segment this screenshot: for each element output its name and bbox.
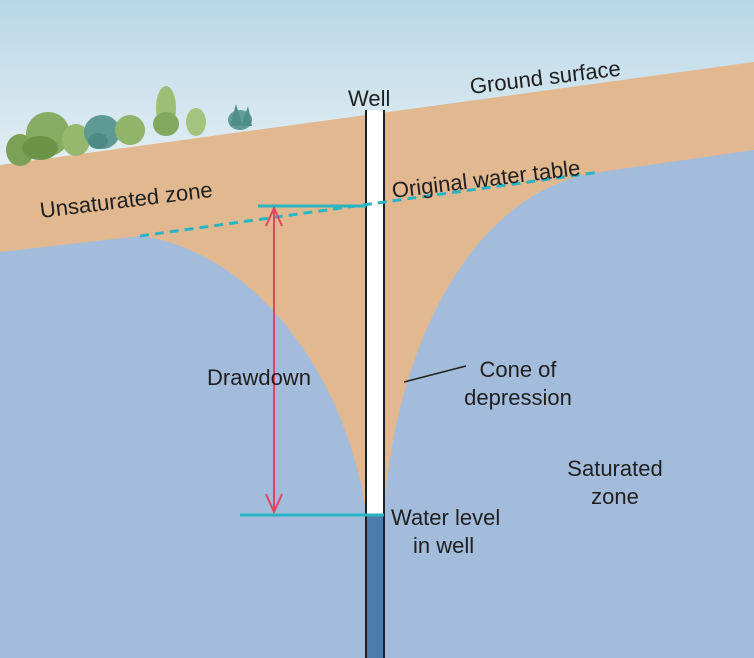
well-water bbox=[367, 514, 383, 658]
water-level-line2: in well bbox=[413, 533, 475, 558]
saturated-label-line1: Saturated bbox=[567, 456, 663, 481]
well-label: Well bbox=[348, 86, 391, 111]
saturated-zone-label: Saturated zone bbox=[560, 455, 670, 511]
cone-leader-line bbox=[403, 365, 467, 383]
water-level-label: Water level in well bbox=[391, 504, 500, 560]
original-water-table-line bbox=[139, 170, 601, 238]
saturated-label-line2: zone bbox=[591, 484, 639, 509]
water-level-line1: Water level bbox=[391, 505, 501, 530]
vegetation-icon bbox=[6, 86, 252, 166]
cone-label-line2: depression bbox=[464, 385, 572, 410]
saturated-zone-right bbox=[384, 150, 754, 658]
drawdown-arrow bbox=[265, 205, 283, 515]
cone-of-depression-label: Cone of depression bbox=[448, 356, 588, 412]
cone-label-line1: Cone of bbox=[479, 357, 557, 382]
drawdown-label: Drawdown bbox=[207, 365, 311, 390]
